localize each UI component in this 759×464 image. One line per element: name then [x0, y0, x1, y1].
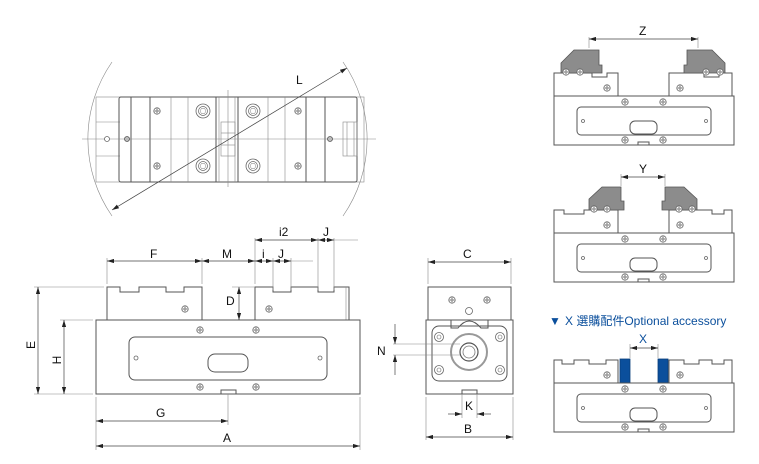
jaw-config-z: Z — [553, 24, 735, 146]
screw-icon — [676, 221, 684, 229]
label-K: K — [465, 399, 473, 413]
screw-icon — [603, 221, 611, 229]
top-view: L — [82, 61, 376, 217]
jaw-config-y: Y — [553, 162, 735, 283]
jaw-left-inward — [588, 186, 625, 211]
label-X: X — [639, 332, 647, 346]
hex-bolt-icon — [245, 103, 261, 119]
accessory-title: X 選購配件Optional accessory — [565, 314, 726, 328]
side-view: C N K B — [377, 247, 514, 440]
label-B: B — [464, 422, 472, 436]
accessory-marker-icon: ▼ — [549, 314, 561, 328]
label-i: i — [262, 247, 265, 261]
screw-icon — [294, 162, 302, 170]
label-L: L — [296, 73, 303, 87]
screw-icon — [676, 84, 684, 92]
label-Y: Y — [639, 162, 647, 176]
jaw-right-inward — [661, 186, 698, 211]
screw-icon — [448, 296, 456, 304]
label-M: M — [222, 247, 232, 261]
front-jaw-right — [254, 286, 350, 321]
label-E: E — [24, 341, 38, 349]
optional-accessory: ▼ X 選購配件Optional accessory — [549, 314, 726, 328]
label-N: N — [377, 344, 386, 358]
front-view: F M i J i2 J D E H G A — [24, 225, 361, 450]
label-i2: i2 — [279, 225, 289, 239]
label-J2: J — [323, 225, 329, 239]
label-G: G — [156, 406, 165, 420]
front-base — [95, 319, 361, 395]
screw-icon — [196, 383, 204, 391]
label-D: D — [226, 294, 235, 308]
label-J: J — [278, 247, 284, 261]
screw-icon — [294, 107, 302, 115]
screw-icon — [676, 371, 684, 379]
side-jaw — [427, 286, 512, 324]
screw-icon — [153, 162, 161, 170]
label-F: F — [150, 247, 157, 261]
screw-icon — [181, 305, 189, 313]
jaw-left-outward — [560, 49, 603, 74]
label-H: H — [50, 356, 64, 365]
front-jaw-left — [106, 286, 203, 321]
screw-icon — [603, 84, 611, 92]
label-A: A — [223, 431, 231, 445]
screw-icon — [252, 383, 260, 391]
dimension-L — [111, 67, 348, 211]
hex-bolt-icon — [195, 158, 211, 174]
screw-icon — [196, 326, 204, 334]
spindle-hex-icon — [462, 345, 476, 359]
hex-bolt-icon — [195, 103, 211, 119]
label-Z: Z — [639, 24, 646, 38]
accessory-jaw-left — [619, 358, 631, 384]
screw-icon — [265, 305, 273, 313]
front-nameplate — [128, 336, 328, 381]
jaw-right-outward — [683, 49, 726, 74]
screw-icon — [153, 107, 161, 115]
hex-bolt-icon — [245, 158, 261, 174]
screw-icon — [483, 296, 491, 304]
screw-icon — [252, 326, 260, 334]
accessory-jaw-right — [657, 358, 669, 384]
label-C: C — [463, 247, 472, 261]
screw-icon — [603, 371, 611, 379]
jaw-config-x: X — [553, 332, 735, 433]
